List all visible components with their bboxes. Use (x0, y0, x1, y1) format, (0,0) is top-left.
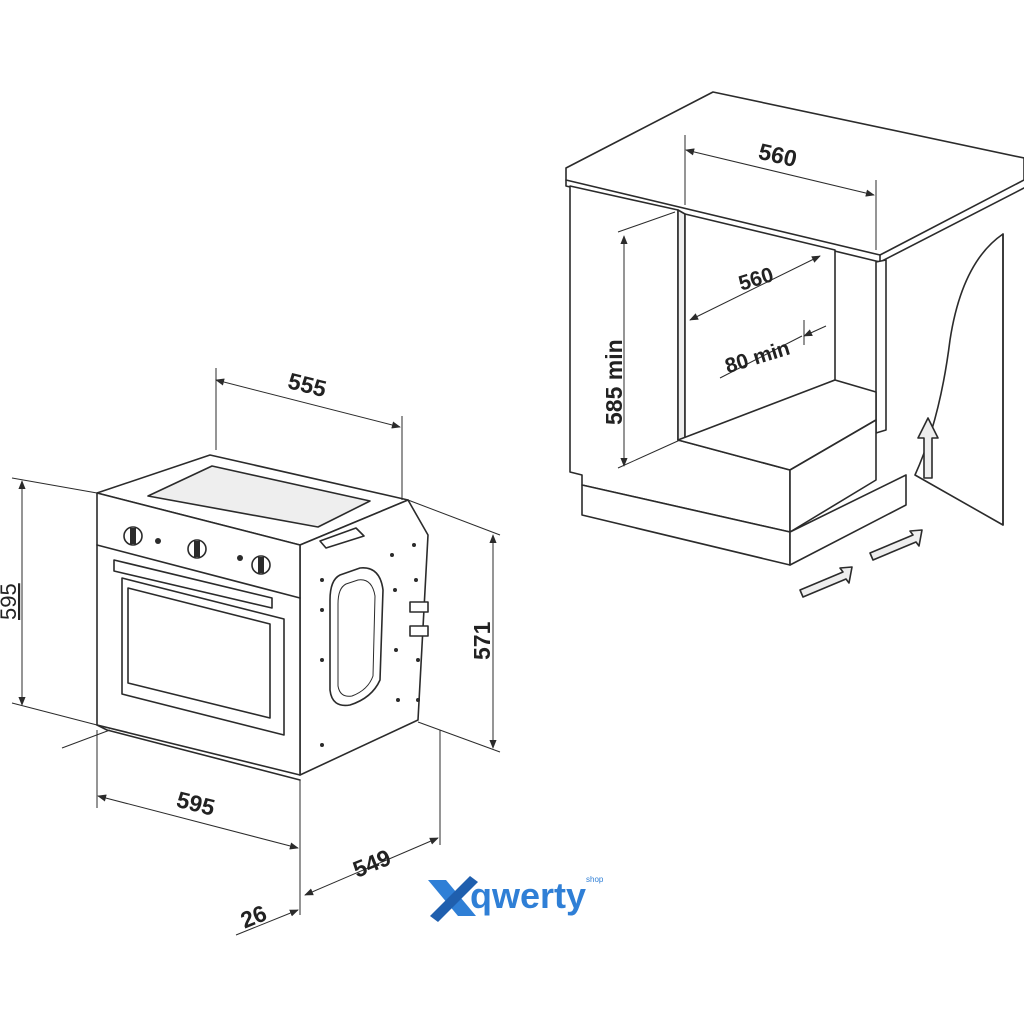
dim-cabinet-height: 585 min (601, 339, 627, 425)
airflow-right-arrow-2-icon (869, 529, 923, 561)
cabinet-side-wall (914, 233, 1004, 526)
side-vent (329, 567, 384, 707)
control-knob-left-icon (123, 526, 143, 546)
logo-text: qwerty (470, 875, 586, 916)
indicator-light-icon (155, 538, 161, 544)
indicator-light-2-icon (237, 555, 243, 561)
logo-x-icon (428, 876, 478, 922)
door-handle (113, 559, 273, 609)
dim-oven-front-width: 595 (174, 786, 218, 821)
control-knob-right-icon (251, 555, 271, 575)
dim-oven-depth: 549 (349, 844, 394, 882)
oven-dimensions: 555 595 571 595 549 26 (0, 368, 501, 936)
dim-oven-top-width: 555 (285, 368, 329, 403)
oven-drawing (96, 454, 429, 781)
control-knob-middle-icon (187, 539, 207, 559)
airflow-up-arrow-icon (917, 417, 939, 479)
dim-oven-body-height: 571 (469, 621, 495, 660)
cabinet-drawing (565, 91, 1024, 598)
dim-oven-front-depth: 26 (237, 900, 270, 934)
dim-oven-height: 595 (0, 583, 21, 620)
logo-tag: shop (586, 875, 604, 884)
airflow-right-arrow-1-icon (799, 566, 853, 598)
qwerty-logo: qwerty shop (428, 875, 604, 922)
